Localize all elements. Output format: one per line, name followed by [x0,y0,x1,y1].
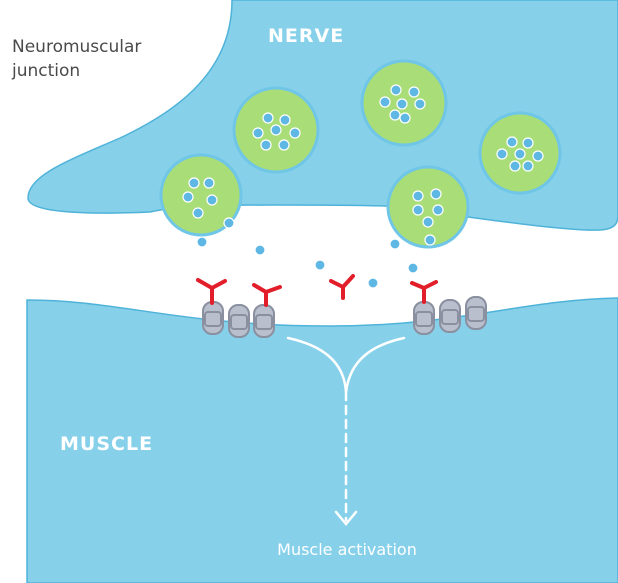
receptor [440,300,460,332]
receptor [254,305,274,337]
antibody-icon [412,282,436,302]
receptor-cluster-left [203,302,274,337]
antibody-icon [331,276,353,298]
antibody-icon [254,285,280,305]
receptor [414,302,434,334]
antibody-icon [198,280,225,303]
activation-label: Muscle activation [277,540,417,559]
receptor [229,305,249,337]
nerve-label: NERVE [268,25,344,47]
muscle-label: MUSCLE [60,433,153,455]
corner-label-line1: Neuromuscular [12,37,141,57]
receptor [203,302,223,334]
corner-label-line2: junction [11,61,80,81]
receptor [466,297,486,329]
antibodies [198,276,436,305]
